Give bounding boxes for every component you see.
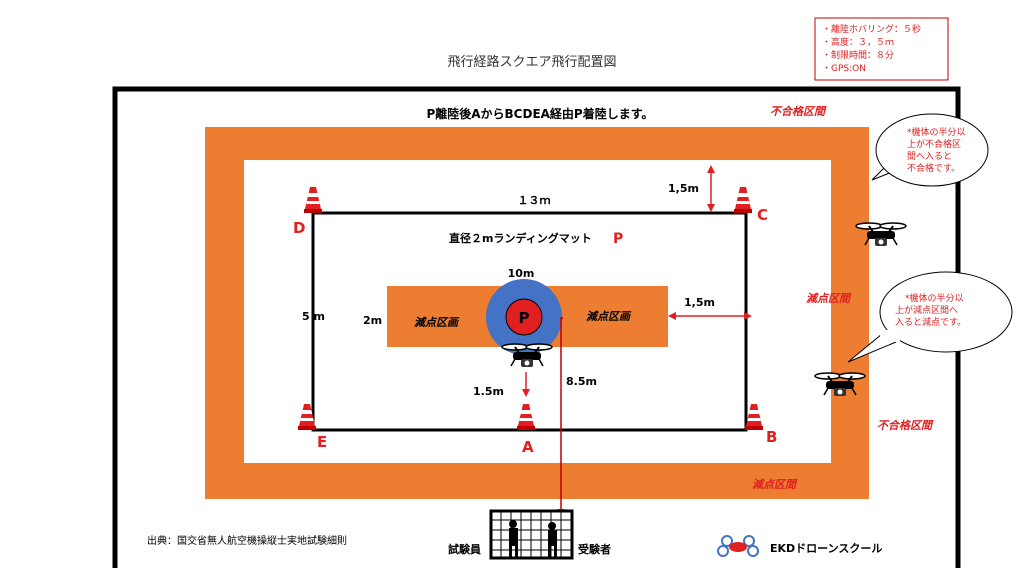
pilot-to-p-line bbox=[557, 317, 565, 517]
a-to-mat-label: 1.5m bbox=[473, 385, 504, 398]
fail-note-line-3: 間へ入ると bbox=[907, 151, 952, 162]
fail-note-bubble-body bbox=[875, 113, 989, 187]
school-logo-icon bbox=[717, 535, 759, 557]
condition-hover: ・離陸ホバリング：５秒 bbox=[822, 23, 921, 35]
condition-gps: ・GPS:ON bbox=[822, 64, 866, 74]
fail-note-line-4: 不合格です。 bbox=[907, 162, 960, 174]
deduct-height-label: 2m bbox=[363, 314, 382, 327]
examiner-label: 試験員 bbox=[448, 542, 481, 556]
condition-altitude: ・高度：３，５ｍ bbox=[822, 36, 894, 48]
source-citation: 出典：国交省無人航空機操縦士実地試験細則 bbox=[147, 534, 347, 547]
pilot-to-p-label: 8.5m bbox=[566, 375, 597, 388]
deduct-zone-label-bottom: 減点区間 bbox=[752, 478, 798, 491]
pilot-booth-icon bbox=[489, 509, 574, 560]
landing-mat-p: P bbox=[519, 309, 530, 327]
deduct-note-line-2: 上が減点区間へ bbox=[895, 304, 958, 316]
width-label: １３ｍ bbox=[518, 194, 551, 207]
height-label: 5 m bbox=[302, 310, 325, 323]
landing-mat-center bbox=[505, 298, 543, 336]
point-e-label: E bbox=[317, 433, 327, 451]
diagram-title: 飛行経路スクエア飛行配置図 bbox=[447, 54, 616, 70]
fail-note-line-1: *機体の半分以 bbox=[907, 126, 966, 138]
deduct-width-label: 10m bbox=[508, 267, 535, 280]
landing-mat-label: 直径２mランディングマット bbox=[449, 231, 592, 245]
fail-zone-label-right: 不合格区間 bbox=[877, 419, 934, 432]
deduct-zone-label-right: 減点区間 bbox=[806, 292, 852, 305]
school-name: EKDドローンスクール bbox=[770, 542, 882, 555]
deduct-note-bubble-body bbox=[879, 271, 1013, 353]
point-b-label: B bbox=[766, 428, 777, 446]
point-p-label: P bbox=[613, 231, 623, 247]
deduct-note-line-3: 入ると減点です。 bbox=[895, 316, 966, 328]
inner-deduct-left-label: 減点区画 bbox=[414, 316, 460, 329]
flight-instruction: P離陸後AからBCDEA経由P着陸します。 bbox=[426, 106, 653, 121]
fail-zone-label-top: 不合格区間 bbox=[770, 105, 827, 118]
inner-deduct-right-label: 減点区画 bbox=[586, 310, 632, 323]
offset-top-label: 1,5m bbox=[668, 182, 699, 195]
point-c-label: C bbox=[757, 206, 768, 224]
condition-time-limit: ・制限時間：８分 bbox=[822, 49, 894, 61]
fail-note-line-2: 上が不合格区 bbox=[907, 138, 961, 150]
conditions-box bbox=[814, 17, 949, 81]
flight-square bbox=[311, 211, 748, 432]
point-a-label: A bbox=[522, 438, 534, 456]
examinee-label: 受験者 bbox=[578, 542, 611, 556]
deduct-note-line-1: *機体の半分以 bbox=[905, 292, 964, 304]
offset-right-label: 1,5m bbox=[684, 296, 715, 309]
point-d-label: D bbox=[293, 219, 305, 237]
